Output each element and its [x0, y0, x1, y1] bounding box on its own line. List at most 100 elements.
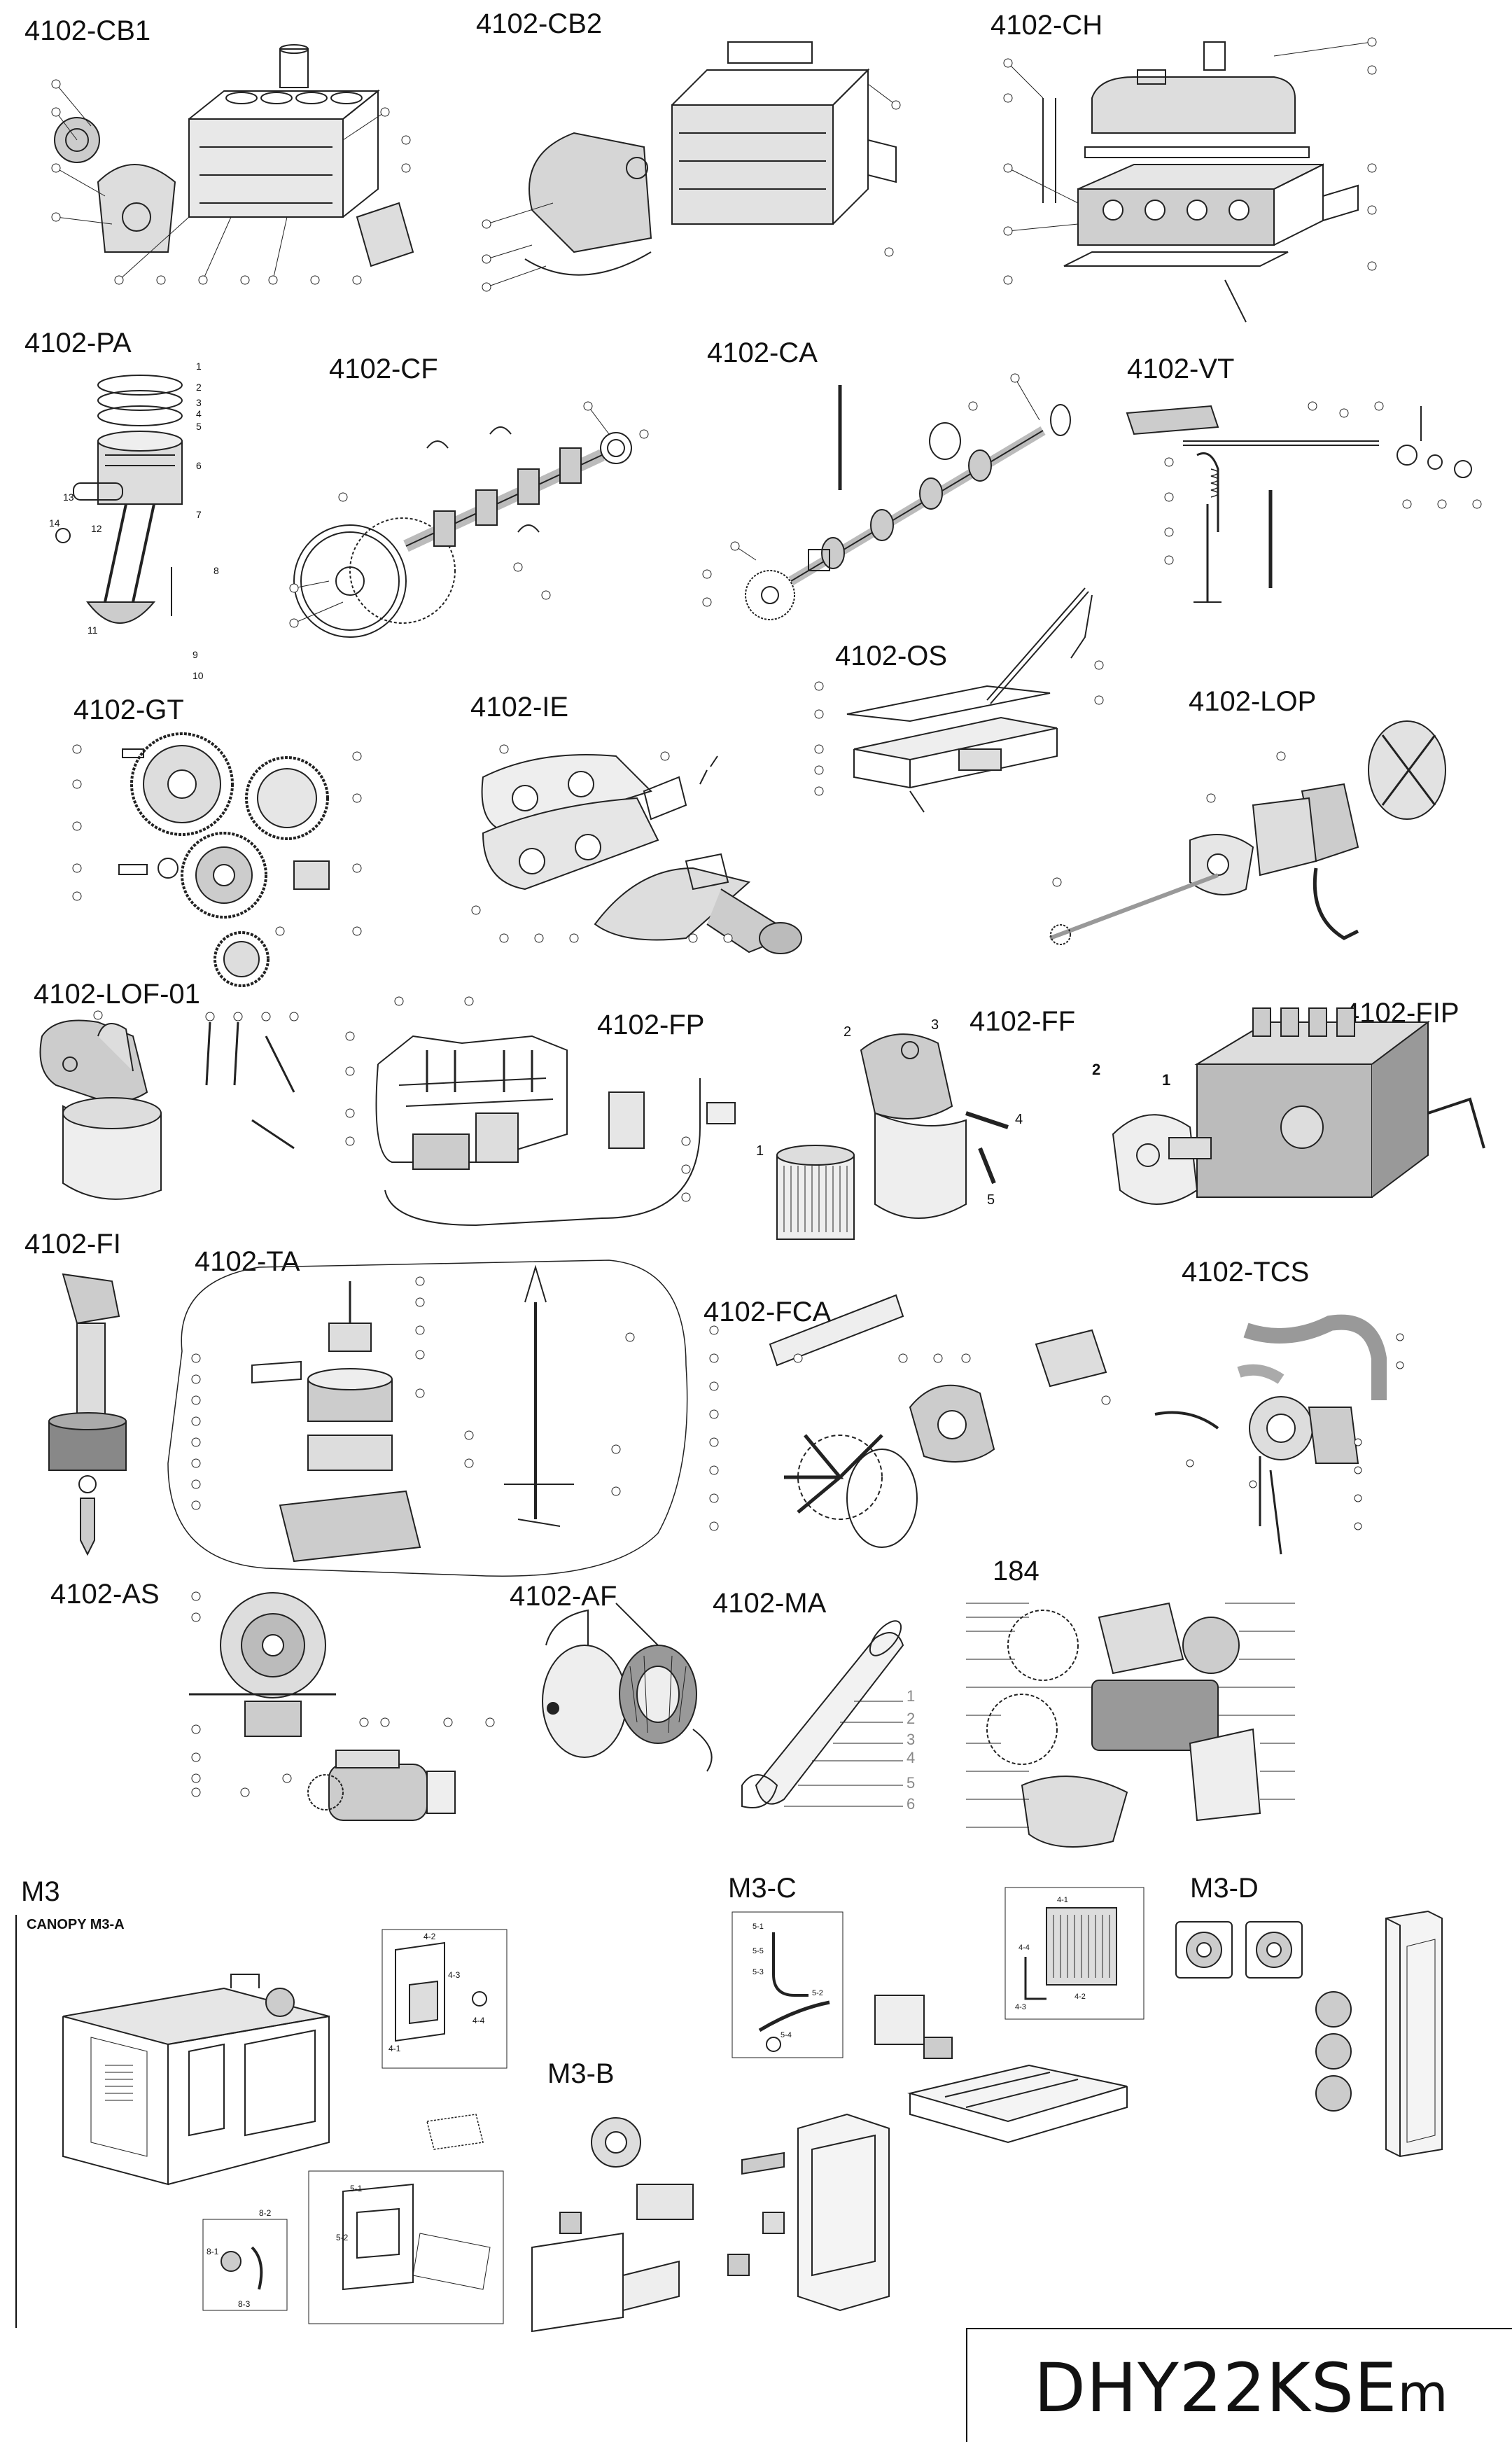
- svg-text:1: 1: [196, 361, 202, 372]
- svg-text:3: 3: [196, 397, 202, 408]
- section-title-os: 4102-OS: [835, 641, 948, 671]
- section-title-lop: 4102-LOP: [1189, 686, 1317, 717]
- cylinder-block-front-icon: [476, 41, 910, 294]
- m3a-door-part-1: 4-1: [388, 2044, 401, 2053]
- m3c-pipe-part-4: 5-4: [780, 2031, 792, 2039]
- section-title-fp: 4102-FP: [597, 1010, 705, 1040]
- throttle-assembly-icon: [154, 1239, 700, 1589]
- m3a-door-part-3: 4-3: [448, 1970, 461, 1980]
- cylinder-head-icon: [994, 28, 1386, 329]
- svg-text:13: 13: [63, 491, 74, 503]
- base-fuel-pipe-parts: 5-1 5-5 5-3 5-2 5-4: [732, 1911, 844, 2058]
- svg-text:5: 5: [196, 421, 202, 432]
- svg-text:5: 5: [987, 1192, 995, 1208]
- fuel-injector-icon: [35, 1260, 140, 1556]
- canopy-subtitle: CANOPY M3-A: [27, 1917, 125, 1932]
- section-title-ch: 4102-CH: [990, 10, 1103, 41]
- section-title-af: 4102-AF: [510, 1581, 617, 1612]
- model-name-box: DHY22KSEm: [966, 2328, 1512, 2442]
- svg-text:12: 12: [91, 523, 102, 534]
- section-title-alt: 184: [993, 1556, 1040, 1586]
- turbocharger-system-icon: [1148, 1302, 1428, 1568]
- ma-part-5: 5: [906, 1774, 915, 1792]
- fuel-pipes-icon: [336, 994, 756, 1246]
- section-title-pa: 4102-PA: [24, 328, 132, 358]
- section-title-gt: 4102-GT: [74, 695, 184, 725]
- muffler-assembly-icon: 1 2 3 4 5 6: [714, 1610, 952, 1834]
- svg-text:2: 2: [844, 1024, 851, 1040]
- section-title-ta: 4102-TA: [195, 1246, 300, 1277]
- section-title-m3d: M3-D: [1190, 1873, 1259, 1904]
- svg-text:10: 10: [192, 670, 204, 681]
- lube-oil-filter-icon: [28, 1008, 315, 1218]
- svg-text:1: 1: [756, 1143, 764, 1159]
- section-title-ca: 4102-CA: [707, 337, 818, 368]
- section-title-m3c: M3-C: [728, 1873, 797, 1904]
- m3c-pipe-part-3: 5-3: [752, 1968, 764, 1976]
- section-title-cb2: 4102-CB2: [476, 8, 603, 39]
- model-name-main: DHY22KSE: [1034, 2349, 1398, 2427]
- control-panel-icon: [518, 2093, 910, 2333]
- m3c-rad-part-3: 4-3: [1015, 2003, 1026, 2011]
- svg-text:2: 2: [196, 382, 202, 393]
- m3c-pipe-part-2: 5-2: [812, 1989, 823, 1997]
- canopy-icon: [49, 1946, 343, 2186]
- m3c-rad-part-2: 4-2: [1074, 1993, 1086, 2001]
- section-title-fi: 4102-FI: [24, 1229, 121, 1260]
- oil-sump-icon: [805, 581, 1134, 833]
- section-title-cf: 4102-CF: [329, 354, 438, 384]
- section-title-m3: M3: [21, 1876, 60, 1907]
- canopy-lock-parts: 8-2 8-1 8-3: [189, 2205, 301, 2324]
- model-name-suffix: m: [1397, 2364, 1449, 2424]
- m3a-lock-part-1: 8-1: [206, 2247, 219, 2256]
- alternator-starter-icon: [168, 1568, 518, 1876]
- section-title-tcs: 4102-TCS: [1182, 1257, 1310, 1288]
- svg-text:4: 4: [1015, 1112, 1023, 1127]
- svg-text:14: 14: [49, 517, 60, 529]
- lube-oil-pump-icon: [1008, 707, 1498, 966]
- model-name: DHY22KSEm: [1034, 2353, 1449, 2429]
- crankshaft-flywheel-icon: [280, 392, 658, 644]
- base-radiator-parts: 4-1 4-4 4-2 4-3: [1004, 1887, 1144, 2020]
- svg-text:2: 2: [1092, 1061, 1100, 1078]
- section-title-ff: 4102-FF: [969, 1006, 1076, 1037]
- m3a-lock-part-3: 8-3: [238, 2299, 251, 2309]
- m3-border-line: [15, 1915, 17, 2328]
- fan-coolant-assembly-icon: [700, 1288, 1134, 1568]
- m3c-rad-part-1: 4-1: [1057, 1896, 1068, 1904]
- socket-panel-icon: [1169, 1918, 1309, 1988]
- ma-part-4: 4: [906, 1749, 915, 1766]
- ma-part-3: 3: [906, 1731, 915, 1748]
- section-title-m3b: M3-B: [547, 2058, 615, 2089]
- m3c-pipe-part-5: 5-5: [752, 1947, 764, 1955]
- section-title-vt: 4102-VT: [1127, 354, 1235, 384]
- section-title-ma: 4102-MA: [713, 1588, 827, 1619]
- fuel-filter-icon: 1 2 3 4 5: [756, 1017, 1050, 1246]
- m3a-panel-part-2: 5-2: [336, 2233, 349, 2242]
- m3a-door-part-2: 4-2: [424, 1932, 436, 1941]
- svg-text:1: 1: [1162, 1071, 1170, 1089]
- ma-part-1: 1: [906, 1687, 915, 1705]
- air-filter-icon: [532, 1589, 728, 1778]
- section-title-ie: 4102-IE: [470, 692, 569, 723]
- ma-part-6: 6: [906, 1795, 915, 1813]
- canopy-door-parts: 4-2 4-3 4-1 4-4: [382, 1929, 507, 2069]
- intake-exhaust-manifold-icon: [455, 728, 819, 966]
- canopy-filter-pad: [420, 2107, 490, 2163]
- cylinder-block-icon: [49, 42, 427, 294]
- svg-text:7: 7: [196, 509, 202, 520]
- camshaft-icon: [651, 364, 1071, 630]
- section-title-cb1: 4102-CB1: [24, 15, 151, 46]
- svg-text:4: 4: [196, 408, 202, 419]
- svg-text:3: 3: [931, 1017, 939, 1033]
- ma-part-2: 2: [906, 1710, 915, 1727]
- section-title-fca: 4102-FCA: [704, 1297, 832, 1327]
- m3a-lock-part-2: 8-2: [259, 2208, 272, 2218]
- valve-train-icon: [1113, 392, 1505, 603]
- m3a-panel-part-1: 5-1: [350, 2184, 363, 2193]
- section-title-lof: 4102-LOF-01: [34, 979, 200, 1010]
- svg-text:6: 6: [196, 460, 202, 471]
- section-title-as: 4102-AS: [50, 1579, 160, 1610]
